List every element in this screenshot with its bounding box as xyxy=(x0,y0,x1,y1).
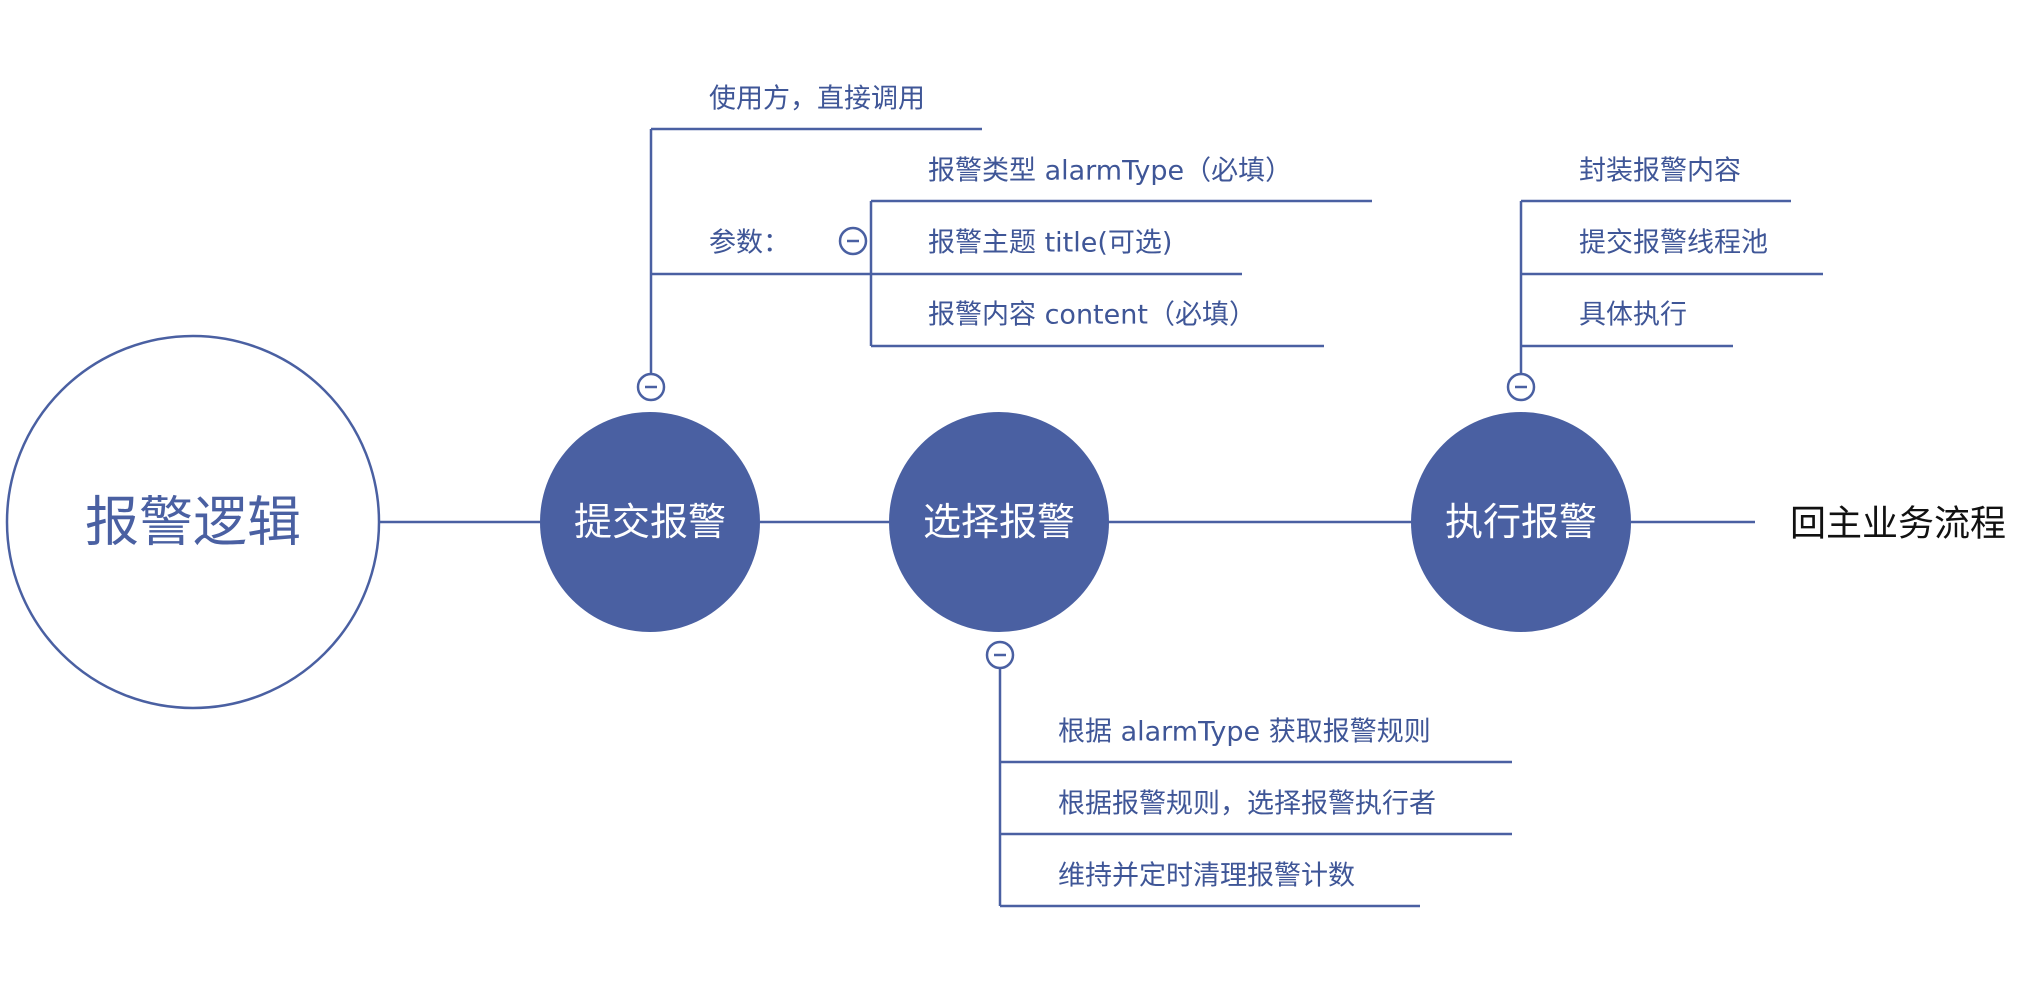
execute-item: 具体执行 xyxy=(1579,300,1687,331)
minus-circle-icon[interactable] xyxy=(636,372,666,402)
step-node-submit-label: 提交报警 xyxy=(574,500,726,544)
select-item: 根据报警规则，选择报警执行者 xyxy=(1058,789,1436,820)
params-label: 参数： xyxy=(709,228,790,259)
step-node-submit[interactable] xyxy=(540,412,760,632)
step-node-select-label: 选择报警 xyxy=(923,500,1075,544)
execute-item: 提交报警线程池 xyxy=(1579,228,1768,259)
select-item: 根据 alarmType 获取报警规则 xyxy=(1058,717,1431,748)
step-node-execute-label: 执行报警 xyxy=(1445,500,1597,544)
outcome-label: 回主业务流程 xyxy=(1790,504,2006,545)
step-node-select[interactable] xyxy=(889,412,1109,632)
root-node-label: 报警逻辑 xyxy=(85,491,301,554)
select-item: 维持并定时清理报警计数 xyxy=(1058,861,1355,892)
minus-circle-icon[interactable] xyxy=(1506,372,1536,402)
param-item: 报警主题 title(可选) xyxy=(928,228,1172,259)
param-item: 报警类型 alarmType（必填） xyxy=(928,156,1292,187)
root-node[interactable] xyxy=(5,334,381,710)
caller-text: 使用方，直接调用 xyxy=(709,84,925,115)
step-node-execute[interactable] xyxy=(1411,412,1631,632)
param-item: 报警内容 content（必填） xyxy=(928,300,1256,331)
execute-item: 封装报警内容 xyxy=(1579,156,1741,187)
minus-circle-icon[interactable] xyxy=(985,640,1015,670)
minus-circle-icon[interactable] xyxy=(838,226,868,256)
